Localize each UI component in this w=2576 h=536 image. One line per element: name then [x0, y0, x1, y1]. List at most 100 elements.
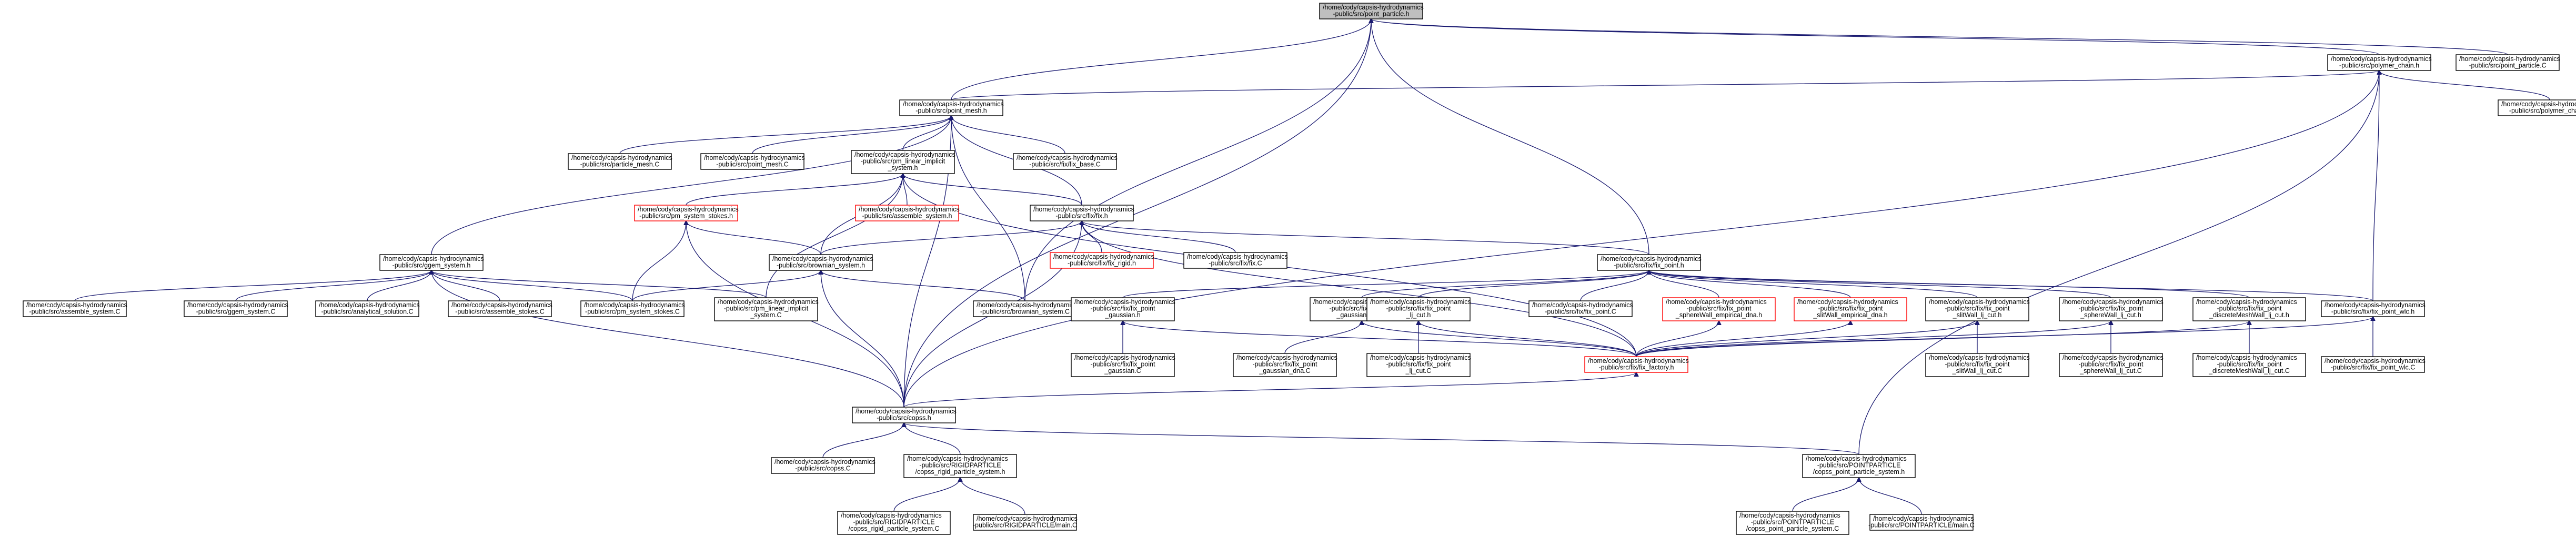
- node-rigid-main-C[interactable]: /home/cody/capsis-hydrodynamics-public/s…: [973, 514, 1078, 531]
- node-label-line: /home/cody/capsis-hydrodynamics: [1370, 354, 1471, 361]
- node-fix-base-C[interactable]: /home/cody/capsis-hydrodynamics-public/s…: [1013, 153, 1118, 170]
- node-fix-point-sphereWall-empirical-dna-h[interactable]: /home/cody/capsis-hydrodynamics-public/s…: [1662, 297, 1776, 321]
- node-ggem-system-h[interactable]: /home/cody/capsis-hydrodynamics-public/s…: [379, 254, 484, 271]
- edge-fix-point-sphereWall-lj-cut-h-to-fix-point-h: [1649, 270, 2111, 298]
- node-fix-point-sphereWall-lj-cut-C[interactable]: /home/cody/capsis-hydrodynamics-public/s…: [2059, 353, 2164, 377]
- node-label-line: -public/src/ggem_system.h: [393, 262, 471, 269]
- node-label-line: /home/cody/capsis-hydrodynamics: [2325, 357, 2426, 365]
- edge: [893, 478, 960, 512]
- node-label-line: _sphereWall_lj_cut.C: [2079, 367, 2142, 375]
- edge-fix-base-C-to-point-mesh-h: [951, 116, 1065, 154]
- node-point-main-C[interactable]: /home/cody/capsis-hydrodynamics-public/s…: [1868, 514, 1975, 531]
- node-label-line: _lj_cut.h: [1406, 311, 1431, 319]
- node-box: [448, 300, 552, 317]
- node-ggem-system-C[interactable]: /home/cody/capsis-hydrodynamics-public/s…: [184, 300, 288, 317]
- node-fix-C[interactable]: /home/cody/capsis-hydrodynamics-public/s…: [1183, 252, 1288, 269]
- node-fix-point-gaussian-dna-C[interactable]: /home/cody/capsis-hydrodynamics-public/s…: [1233, 353, 1337, 377]
- node-fix-point-gaussian-C[interactable]: /home/cody/capsis-hydrodynamics-public/s…: [1071, 353, 1175, 377]
- node-label-line: _lj_cut.C: [1405, 367, 1432, 375]
- node-fix-point-slitWall-empirical-dna-h[interactable]: /home/cody/capsis-hydrodynamics-public/s…: [1794, 297, 1907, 321]
- node-copss-point-particle-system-h[interactable]: /home/cody/capsis-hydrodynamics-public/s…: [1802, 454, 1916, 478]
- node-label-line: -public/src/fix/fix_point: [2217, 305, 2282, 312]
- edge-fix-h-to-pm-linear-implicit-system-h: [903, 174, 1082, 206]
- node-copss-point-particle-system-C[interactable]: /home/cody/capsis-hydrodynamics-public/s…: [1736, 511, 1849, 535]
- edge-pm-system-stokes-C-to-ggem-system-h: [431, 270, 633, 301]
- node-fix-point-discreteMeshWall-lj-cut-h[interactable]: /home/cody/capsis-hydrodynamics-public/s…: [2192, 297, 2306, 321]
- node-box: [2498, 99, 2576, 116]
- edge-brownian-system-h-to-pm-system-stokes-h: [686, 221, 821, 255]
- node-point-particle-C[interactable]: /home/cody/capsis-hydrodynamics-public/s…: [2456, 54, 2560, 71]
- edge-fix-point-lj-cut-h-to-fix-point-h: [1418, 270, 1649, 298]
- node-label-line: -public/src/fix/fix_point: [2217, 361, 2282, 368]
- edge: [951, 116, 1065, 154]
- node-fix-point-sphereWall-lj-cut-h[interactable]: /home/cody/capsis-hydrodynamics-public/s…: [2059, 297, 2164, 321]
- node-pm-system-stokes-h[interactable]: /home/cody/capsis-hydrodynamics-public/s…: [634, 205, 739, 221]
- node-fix-rigid-h[interactable]: /home/cody/capsis-hydrodynamics-public/s…: [1050, 252, 1154, 269]
- edge-copss-h-to-fix-factory-h: [903, 372, 1636, 408]
- node-pm-system-stokes-C[interactable]: /home/cody/capsis-hydrodynamics-public/s…: [580, 300, 685, 317]
- node-box: [903, 454, 1017, 478]
- node-box: [714, 297, 818, 321]
- node-brownian-system-C[interactable]: /home/cody/capsis-hydrodynamics-public/s…: [973, 300, 1078, 317]
- node-box: [2059, 297, 2163, 321]
- node-box: [2321, 300, 2425, 317]
- node-label-line: -public/src/fix/fix_point: [2079, 361, 2144, 368]
- edge-fix-factory-h-to-fix-point-gaussian-dna-h: [1362, 321, 1637, 357]
- node-point-mesh-C[interactable]: /home/cody/capsis-hydrodynamics-public/s…: [700, 153, 805, 170]
- node-box: [634, 205, 738, 221]
- node-label-line: _system.h: [888, 164, 918, 171]
- node-copss-h[interactable]: /home/cody/capsis-hydrodynamics-public/s…: [852, 407, 957, 423]
- node-label-line: -public/src/fix/fix_point: [2079, 305, 2144, 312]
- edge-fix-C-to-fix-h: [1082, 221, 1236, 253]
- node-fix-point-wlc-C[interactable]: /home/cody/capsis-hydrodynamics-public/s…: [2321, 356, 2426, 373]
- edges-layer: [74, 19, 2550, 515]
- node-label-line: /home/cody/capsis-hydrodynamics: [571, 154, 672, 161]
- node-copss-rigid-particle-system-h[interactable]: /home/cody/capsis-hydrodynamics-public/s…: [903, 454, 1017, 478]
- node-polymer-chain-C[interactable]: /home/cody/capsis-hydrodynamics-public/s…: [2498, 99, 2576, 116]
- node-pm-linear-implicit-system-C[interactable]: /home/cody/capsis-hydrodynamics-public/s…: [714, 297, 819, 321]
- node-box: [1366, 353, 1471, 377]
- node-assemble-system-C[interactable]: /home/cody/capsis-hydrodynamics-public/s…: [23, 300, 127, 317]
- node-label-line: -public/src/fix/fix_point: [1091, 305, 1155, 312]
- node-box: [1233, 353, 1337, 377]
- node-assemble-system-h[interactable]: /home/cody/capsis-hydrodynamics-public/s…: [855, 205, 960, 221]
- node-copss-rigid-particle-system-C[interactable]: /home/cody/capsis-hydrodynamics-public/s…: [837, 511, 951, 535]
- node-fix-point-lj-cut-C[interactable]: /home/cody/capsis-hydrodynamics-public/s…: [1366, 353, 1471, 377]
- node-fix-point-lj-cut-h[interactable]: /home/cody/capsis-hydrodynamics-public/s…: [1366, 297, 1471, 321]
- node-fix-point-h[interactable]: /home/cody/capsis-hydrodynamics-public/s…: [1597, 254, 1702, 271]
- edge-fix-point-gaussian-dna-C-to-fix-point-gaussian-dna-h: [1284, 321, 1362, 354]
- edge-copss-point-particle-system-h-to-copss-h: [904, 423, 1859, 455]
- node-polymer-chain-h[interactable]: /home/cody/capsis-hydrodynamics-public/s…: [2327, 54, 2432, 71]
- edge: [1649, 270, 2373, 301]
- node-point-mesh-h[interactable]: /home/cody/capsis-hydrodynamics-public/s…: [899, 99, 1004, 116]
- node-box: [1869, 514, 1974, 531]
- node-fix-factory-h[interactable]: /home/cody/capsis-hydrodynamics-public/s…: [1584, 356, 1689, 373]
- node-label-line: -public/src/fix/fix.C: [1209, 260, 1262, 267]
- node-particle-mesh-C[interactable]: /home/cody/capsis-hydrodynamics-public/s…: [568, 153, 672, 170]
- node-label-line: -public/src/fix/fix_point_wlc.h: [2331, 308, 2414, 316]
- node-label-line: -public/src/fix/fix_point: [1945, 361, 2010, 368]
- node-box: [1597, 254, 1701, 271]
- edge-fix-point-h-to-point-particle-h: [1371, 19, 1649, 255]
- node-box: [184, 300, 288, 317]
- node-analytical-solution-C[interactable]: /home/cody/capsis-hydrodynamics-public/s…: [315, 300, 420, 317]
- node-assemble-stokes-C[interactable]: /home/cody/capsis-hydrodynamics-public/s…: [448, 300, 552, 317]
- node-pm-linear-implicit-system-h[interactable]: /home/cody/capsis-hydrodynamics-public/s…: [851, 150, 955, 174]
- edge: [1362, 321, 1637, 357]
- node-fix-point-gaussian-h[interactable]: /home/cody/capsis-hydrodynamics-public/s…: [1071, 297, 1175, 321]
- node-fix-point-slitWall-lj-cut-h[interactable]: /home/cody/capsis-hydrodynamics-public/s…: [1925, 297, 2030, 321]
- edge-copss-point-particle-system-C-to-copss-point-particle-system-h: [1792, 478, 1859, 512]
- node-fix-h[interactable]: /home/cody/capsis-hydrodynamics-public/s…: [1030, 205, 1134, 221]
- node-copss-C[interactable]: /home/cody/capsis-hydrodynamics-public/s…: [771, 457, 876, 474]
- edge: [431, 270, 904, 408]
- edge: [752, 116, 951, 154]
- edge: [1122, 270, 1649, 298]
- edge: [904, 423, 1859, 455]
- edge-polymer-chain-h-to-point-particle-h: [1371, 19, 2380, 55]
- node-fix-point-discreteMeshWall-lj-cut-C[interactable]: /home/cody/capsis-hydrodynamics-public/s…: [2192, 353, 2306, 377]
- node-fix-point-C[interactable]: /home/cody/capsis-hydrodynamics-public/s…: [1528, 300, 1633, 317]
- node-brownian-system-h[interactable]: /home/cody/capsis-hydrodynamics-public/s…: [769, 254, 873, 271]
- node-fix-point-slitWall-lj-cut-C[interactable]: /home/cody/capsis-hydrodynamics-public/s…: [1925, 353, 2030, 377]
- node-fix-point-wlc-h[interactable]: /home/cody/capsis-hydrodynamics-public/s…: [2321, 300, 2426, 317]
